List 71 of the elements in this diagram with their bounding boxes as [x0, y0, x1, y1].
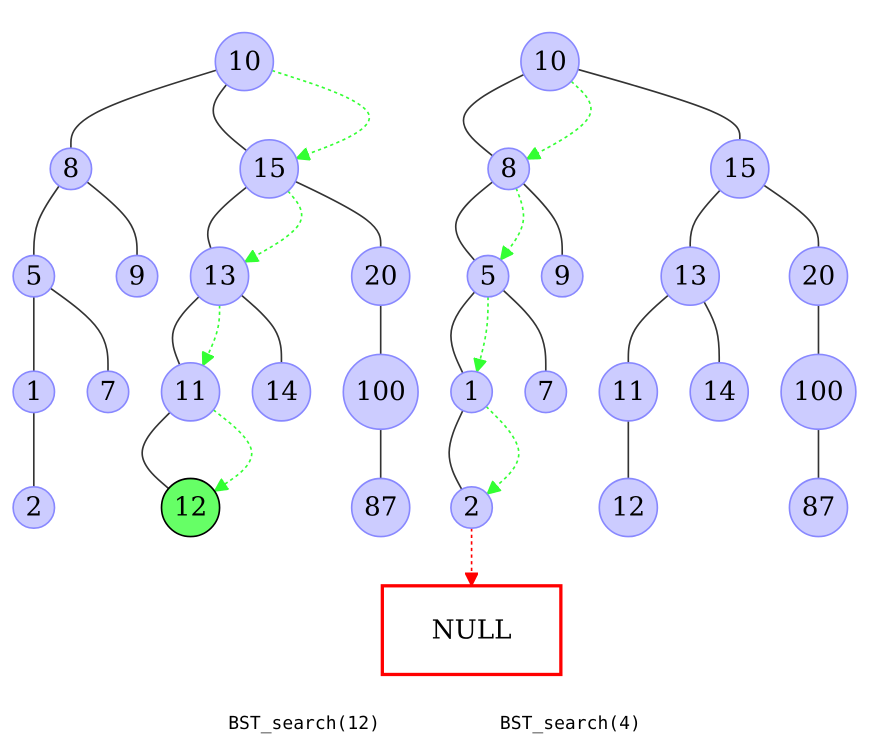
connector: [240, 294, 282, 363]
node-circle: [86, 370, 130, 414]
arrow: [486, 406, 520, 495]
node-circle: [160, 478, 220, 538]
connector: [448, 410, 464, 490]
node-circle: [12, 254, 56, 298]
node-circle: [660, 246, 720, 306]
node-circle: [689, 362, 750, 422]
connector: [212, 84, 248, 152]
connector: [70, 69, 217, 148]
node-circle: [466, 254, 510, 298]
connector: [628, 294, 669, 363]
node-circle: [350, 478, 411, 538]
connector: [172, 296, 200, 366]
node-circle: [598, 362, 658, 422]
connector: [763, 184, 820, 248]
connector: [33, 412, 35, 487]
arrow: [473, 296, 489, 373]
connector: [206, 186, 248, 249]
connector: [818, 429, 820, 478]
connector: [522, 182, 564, 256]
node-circle: [710, 139, 770, 199]
node-circle: [520, 32, 580, 92]
node-circle: [450, 370, 494, 414]
connector: [141, 412, 171, 490]
connector: [380, 305, 382, 354]
node-circle: [252, 362, 312, 422]
node-circle: [239, 139, 300, 199]
connector: [450, 291, 476, 374]
caption-text: BST_search(4): [500, 713, 641, 734]
connector: [86, 181, 138, 256]
connector: [380, 429, 382, 478]
arrow: [464, 528, 479, 586]
arrow: [202, 305, 220, 366]
node-circle: [160, 362, 220, 422]
caption-text: BST_search(12): [228, 713, 380, 734]
node-circle: [190, 246, 250, 306]
connector: [295, 180, 382, 248]
connector: [502, 290, 547, 372]
node-circle: [598, 478, 658, 538]
arrow: [212, 409, 252, 492]
node-circle: [12, 370, 56, 414]
arrow: [244, 190, 302, 263]
node-circle: [487, 147, 530, 190]
connector: [33, 296, 35, 372]
arrow: [500, 188, 524, 260]
node-circle: [342, 354, 419, 430]
connector: [818, 305, 820, 354]
node-circle: [49, 147, 92, 190]
connector: [33, 185, 60, 256]
tree-diagram: 10 8 15 5 9 13 20 1 7 11 14 100 2 12 87 10 8 15 5 9 13 20 1 7 11 14 100 2 12 87 NULL: [0, 0, 869, 707]
connector: [578, 68, 741, 140]
arrow: [526, 80, 592, 160]
connector: [628, 420, 630, 478]
node-circle: [450, 486, 494, 530]
node-circle: [12, 486, 56, 530]
node-box: [380, 584, 562, 676]
connector: [454, 181, 494, 261]
node-circle: [116, 254, 159, 298]
node-circle: [788, 478, 848, 538]
node-circle: [780, 354, 857, 430]
node-circle: [788, 246, 848, 306]
connector: [50, 288, 109, 372]
connector: [703, 301, 720, 363]
node-circle: [540, 254, 584, 298]
node-circle: [214, 32, 274, 92]
connector: [462, 74, 524, 156]
node-circle: [350, 246, 411, 306]
arrow: [272, 70, 370, 161]
node-circle: [524, 370, 568, 414]
connector: [689, 190, 721, 248]
